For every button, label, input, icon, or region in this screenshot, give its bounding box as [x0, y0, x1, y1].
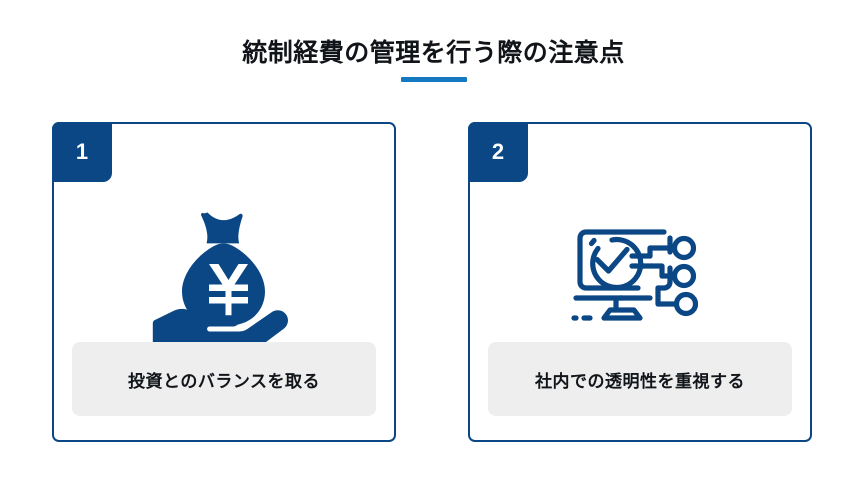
card-label-box-2: 社内での透明性を重視する — [488, 342, 792, 416]
card-icon-area-2 — [470, 176, 810, 384]
card-number-label: 1 — [75, 139, 89, 164]
card-number-badge-2: 2 — [468, 122, 528, 182]
card-label-text: 投資とのバランスを取る — [128, 371, 320, 391]
point-card-1[interactable]: 1 投資とのバランスを取る — [52, 122, 396, 442]
title-underline-accent — [400, 77, 467, 82]
card-number-label: 2 — [491, 139, 505, 164]
point-card-2[interactable]: 2 — [468, 122, 812, 442]
page-title: 統制経費の管理を行う際の注意点 — [242, 39, 625, 67]
card-label-box-1: 投資とのバランスを取る — [72, 342, 376, 416]
money-bag-on-hand-icon — [152, 212, 288, 356]
card-number-badge-1: 1 — [52, 122, 112, 182]
monitor-checkmark-network-icon — [571, 229, 699, 321]
card-label-text: 社内での透明性を重視する — [535, 371, 745, 391]
page-title-block: 統制経費の管理を行う際の注意点 — [0, 38, 867, 82]
